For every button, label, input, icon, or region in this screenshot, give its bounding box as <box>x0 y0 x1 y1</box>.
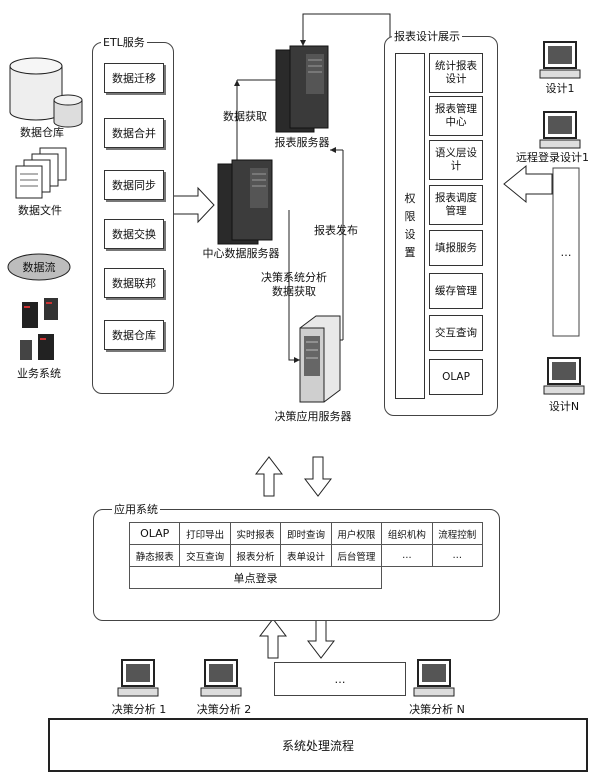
app-cell: 实时报表 <box>229 522 282 545</box>
panel-item-stat-design: 统计报表设计 <box>429 53 483 93</box>
etl-title: ETL服务 <box>101 36 147 49</box>
app-cell: 即时查询 <box>280 522 332 545</box>
designer-dots: … <box>560 246 572 259</box>
stream-ellipse <box>7 253 71 281</box>
client-1-label: 决策分析 1 <box>111 703 167 716</box>
panel-item-report-center: 报表管理中心 <box>429 96 483 136</box>
client-dots-box: … <box>274 662 406 696</box>
decision-server-icon <box>299 315 341 403</box>
app-cell: … <box>381 544 433 567</box>
permission-char: 权 <box>404 192 416 205</box>
designer-1-label: 设计1 <box>545 82 575 95</box>
app-cell: 后台管理 <box>330 544 383 567</box>
permission-char: 设 <box>404 228 416 241</box>
computer-icon <box>539 41 581 79</box>
decision-server-label: 决策应用服务器 <box>274 410 352 423</box>
stream-label: 数据流 <box>22 261 56 274</box>
app-system-title: 应用系统 <box>112 503 160 516</box>
computer-icon <box>117 659 159 697</box>
etl-item-warehouse: 数据仓库 <box>104 320 164 350</box>
app-cell: 用户权限 <box>330 522 383 545</box>
app-cell: 表单设计 <box>280 544 332 567</box>
files-icon <box>15 147 67 199</box>
etl-item-merge: 数据合并 <box>104 118 164 148</box>
panel-item-semantic: 语义层设计 <box>429 140 483 180</box>
report-server-icon <box>275 45 329 133</box>
sso-cell: 单点登录 <box>128 566 383 589</box>
report-panel-title: 报表设计展示 <box>392 30 462 43</box>
etl-item-exchange: 数据交换 <box>104 219 164 249</box>
panel-item-schedule: 报表调度管理 <box>429 185 483 225</box>
designer-n-label: 设计N <box>548 400 580 413</box>
analysis-arrow <box>288 210 300 363</box>
analysis-label-line1: 决策系统分析 <box>261 271 327 284</box>
etl-to-central-arrow <box>171 186 215 224</box>
down-arrow-2 <box>306 618 336 659</box>
etl-item-sync: 数据同步 <box>104 170 164 200</box>
app-cell: OLAP <box>128 522 181 545</box>
system-process-bar: 系统处理流程 <box>48 718 588 772</box>
remote-designer-label: 远程登录设计1 <box>516 151 589 164</box>
client-n-label: 决策分析 N <box>409 703 465 716</box>
computer-icon <box>200 659 242 697</box>
app-cell: 报表分析 <box>229 544 282 567</box>
warehouse-label: 数据仓库 <box>20 126 64 139</box>
up-arrow-1 <box>254 456 284 497</box>
central-server-icon <box>217 159 273 245</box>
permission-char: 限 <box>404 210 416 223</box>
remote-to-panel-arrow <box>503 164 553 204</box>
app-cell: 静态报表 <box>128 544 181 567</box>
app-cell: 流程控制 <box>431 522 484 545</box>
app-cell: 组织机构 <box>381 522 433 545</box>
up-arrow-2 <box>258 618 288 659</box>
etl-item-federation: 数据联邦 <box>104 268 164 298</box>
business-label: 业务系统 <box>17 367 61 380</box>
etl-item-migrate: 数据迁移 <box>104 63 164 93</box>
permission-char: 置 <box>404 246 416 259</box>
business-servers-icon <box>20 298 58 360</box>
permission-column: 权 限 设 置 <box>395 53 425 399</box>
app-function-grid: OLAP 打印导出 实时报表 即时查询 用户权限 组织机构 流程控制 静态报表 … <box>128 522 484 589</box>
publish-label: 报表发布 <box>314 224 358 237</box>
panel-item-olap: OLAP <box>429 359 483 395</box>
client-2-label: 决策分析 2 <box>196 703 252 716</box>
remote-designers-strip <box>552 167 580 337</box>
database-icon <box>9 57 83 128</box>
fetch-label: 数据获取 <box>223 110 267 123</box>
computer-icon <box>539 111 581 149</box>
panel-item-fill: 填报服务 <box>429 230 483 266</box>
computer-icon <box>543 357 585 395</box>
app-cell: … <box>431 544 484 567</box>
analysis-label-line2: 数据获取 <box>272 285 316 298</box>
files-label: 数据文件 <box>18 204 62 217</box>
panel-item-query: 交互查询 <box>429 315 483 351</box>
down-arrow-1 <box>303 456 333 497</box>
empty-cell <box>382 567 483 589</box>
computer-icon <box>413 659 455 697</box>
app-cell: 交互查询 <box>179 544 231 567</box>
central-server-label: 中心数据服务器 <box>202 247 280 260</box>
app-cell: 打印导出 <box>179 522 231 545</box>
report-server-label: 报表服务器 <box>274 136 330 149</box>
panel-item-cache: 缓存管理 <box>429 273 483 309</box>
panel-to-report-server-line <box>300 13 391 46</box>
